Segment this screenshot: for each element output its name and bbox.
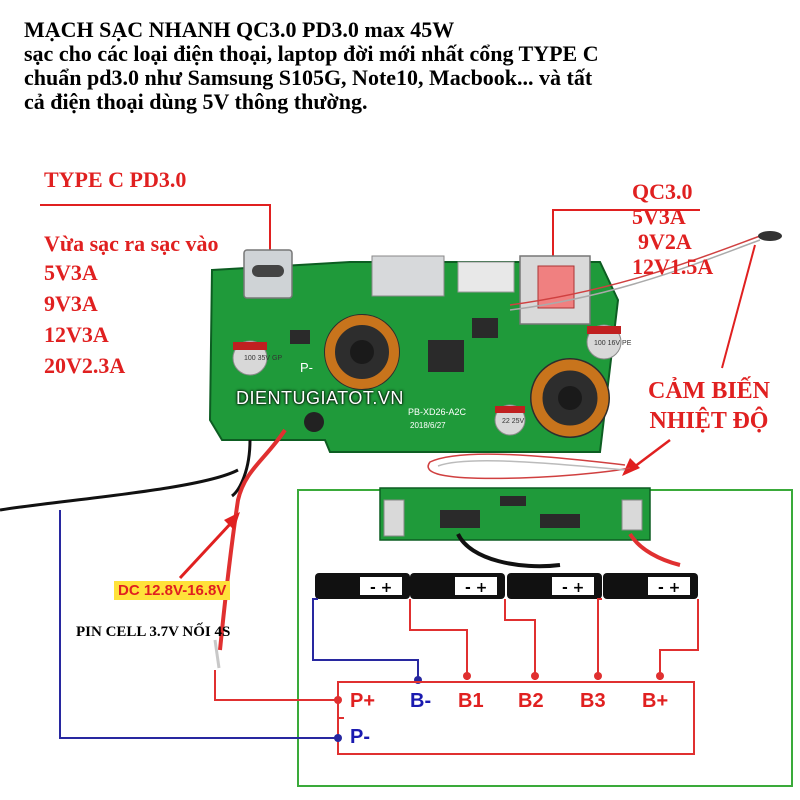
qc-mode-1: 5V3A: [632, 204, 686, 229]
typec-callout-line: [40, 204, 271, 255]
battery-cell-1: - +: [315, 573, 410, 599]
sensor-line-1: CẢM BIẾN: [648, 378, 771, 404]
pad-b1: B1: [458, 690, 484, 712]
typec-mode-2: 9V3A: [44, 291, 98, 316]
pad-b2: B2: [518, 690, 544, 712]
watermark: DIENTUGIATOT.VN: [236, 388, 404, 408]
ic-chip-1: [428, 340, 464, 372]
pad-b3: B3: [580, 690, 606, 712]
terminal-box: [337, 681, 695, 755]
capacitor-3: [494, 404, 526, 436]
capacitor-2: [586, 324, 622, 360]
typec-mode-3: 12V3A: [44, 322, 109, 347]
typec-title: TYPE C PD3.0: [44, 167, 187, 192]
sensor-wire: [509, 235, 761, 306]
qc-mode-2: 9V2A: [638, 229, 692, 254]
pad-p-minus: P-: [350, 726, 370, 748]
qc-mode-3: 12V1.5A: [632, 254, 714, 279]
svg-text:- +: - +: [465, 580, 487, 596]
thermistor: [758, 231, 782, 241]
dc-voltage-label: DC 12.8V-16.8V: [114, 581, 231, 600]
qc-specs: QC3.0 5V3A 9V2A 12V1.5A: [632, 180, 713, 278]
wire-b2: [504, 599, 536, 680]
pad-p-plus: P+: [350, 690, 376, 712]
ic-chip-2: [472, 318, 498, 338]
sensor-line-2: NHIỆT ĐỘ: [649, 408, 769, 434]
svg-text:- +: - +: [562, 580, 584, 596]
cap2-label: 100 16V PE: [594, 340, 632, 347]
qc-callout-line: [552, 209, 700, 258]
battery-cell-4: - +: [603, 573, 698, 599]
capacitor-1: [232, 340, 268, 376]
pad-b-minus: B-: [410, 690, 432, 712]
battery-cell-2: - +: [410, 573, 505, 599]
bms-board: [379, 487, 651, 541]
inductor-1: [324, 314, 400, 390]
header-line-4: cả điện thoại dùng 5V thông thường.: [24, 89, 368, 114]
header-line-3: chuẩn pd3.0 như Samsung S105G, Note10, M…: [24, 65, 593, 90]
wire-b1: [409, 599, 468, 680]
board-p-minus: P-: [300, 360, 313, 375]
wire-b3: [597, 598, 602, 680]
sensor-arrow-top: [721, 244, 756, 369]
typec-subtitle: Vừa sạc ra sạc vào: [44, 231, 219, 256]
pad-b-plus: B+: [642, 690, 669, 712]
typec-specs: Vừa sạc ra sạc vào 5V3A 9V3A 12V3A 20V2.…: [44, 232, 219, 377]
typec-mode-1: 5V3A: [44, 260, 98, 285]
red-power-wire: [218, 428, 287, 651]
wire-b-plus: [659, 599, 699, 680]
inductor-2: [530, 358, 610, 438]
board-connector: [371, 255, 445, 297]
wire-p-plus: [214, 670, 338, 701]
capacitor-small: [304, 412, 324, 432]
cap1-label: 100 35V GP: [244, 355, 282, 362]
header-line-1: MẠCH SẠC NHANH QC3.0 PD3.0 max 45W: [24, 17, 455, 42]
pin-cell-label: PIN CELL 3.7V NỐI 4S: [76, 624, 231, 640]
header: MẠCH SẠC NHANH QC3.0 PD3.0 max 45W sạc c…: [24, 18, 794, 114]
typec-mode-4: 20V2.3A: [44, 353, 126, 378]
svg-text:- +: - +: [370, 580, 392, 596]
black-power-wire: [230, 439, 252, 498]
dc-arrow: [178, 520, 234, 580]
qc-title: QC3.0: [632, 179, 693, 204]
wire-p-minus: [59, 510, 338, 739]
svg-text:- +: - +: [658, 580, 680, 596]
board-date: 2018/6/27: [410, 421, 446, 430]
cap3-label: 22 25V: [502, 418, 525, 425]
wire-b-minus: [312, 598, 419, 680]
charger-pcb: 100 35V GP 100 16V PE 22 25V P- PB-XD26-…: [208, 249, 632, 453]
board-model: PB-XD26-A2C: [408, 407, 467, 417]
battery-cell-3: - +: [507, 573, 602, 599]
sensor-label: CẢM BIẾN NHIỆT ĐỘ: [648, 376, 770, 436]
header-line-2: sạc cho các loại điện thoại, laptop đời …: [24, 41, 599, 66]
